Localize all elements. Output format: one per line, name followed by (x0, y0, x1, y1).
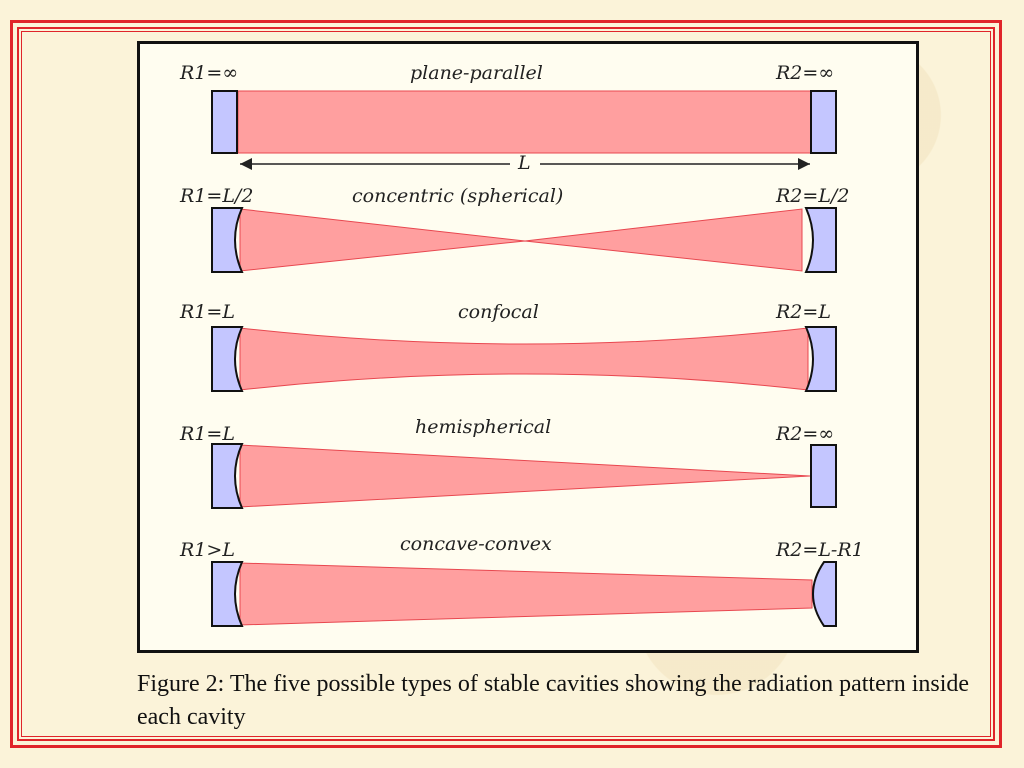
beam-concentric (239, 208, 803, 272)
cavity-confocal (211, 326, 837, 392)
cavity-title-plane-parallel: plane-parallel (410, 62, 543, 84)
cavity-title-hemispherical: hemispherical (415, 416, 552, 438)
mirror-right-hemispherical (810, 444, 837, 508)
slide-border-inner (17, 27, 995, 741)
cavity-plane-parallel (211, 90, 837, 170)
cavity-diagram (211, 90, 837, 627)
r1-label-concentric: R1=L/2 (180, 185, 254, 207)
cavity-title-confocal: confocal (458, 301, 539, 323)
mirror-left-plane (211, 90, 238, 154)
cavity-concentric (211, 207, 837, 273)
cavity-hemispherical (211, 443, 837, 509)
cavity-title-concentric: concentric (spherical) (352, 185, 564, 207)
r1-label-hemispherical: R1=L (180, 423, 235, 445)
r2-label-confocal: R2=L (776, 301, 831, 323)
beam-concave-convex (239, 562, 813, 626)
cavity-diagram-panel: R1=∞ plane-parallel R2=∞ L R1=L/2 concen… (137, 41, 919, 653)
mirror-left-confocal (211, 326, 244, 392)
r2-label-concentric: R2=L/2 (776, 185, 850, 207)
beam-confocal (239, 327, 809, 391)
mirror-right-concave-convex (812, 561, 837, 627)
length-label: L (518, 152, 531, 174)
mirror-left-hemispherical (211, 443, 244, 509)
mirror-right-concentric (804, 207, 837, 273)
cavity-title-concave-convex: concave-convex (400, 533, 552, 555)
mirror-right-plane (810, 90, 837, 154)
r1-label-concave-convex: R1>L (180, 539, 235, 561)
beam-plane-parallel (237, 90, 812, 154)
cavity-concave-convex (211, 561, 837, 627)
slide-border-outer (10, 20, 1002, 748)
r1-label-confocal: R1=L (180, 301, 235, 323)
figure-caption: Figure 2: The five possible types of sta… (137, 671, 970, 730)
mirror-left-concentric (211, 207, 244, 273)
r2-label-concave-convex: R2=L-R1 (776, 539, 864, 561)
slide-border-inner-thin (21, 31, 991, 737)
mirror-left-concave-convex (211, 561, 244, 627)
r2-label-hemispherical: R2=∞ (776, 423, 835, 445)
r1-label-plane: R1=∞ (180, 62, 239, 84)
beam-hemispherical (239, 444, 811, 508)
mirror-right-confocal (804, 326, 837, 392)
r2-label-plane: R2=∞ (776, 62, 835, 84)
